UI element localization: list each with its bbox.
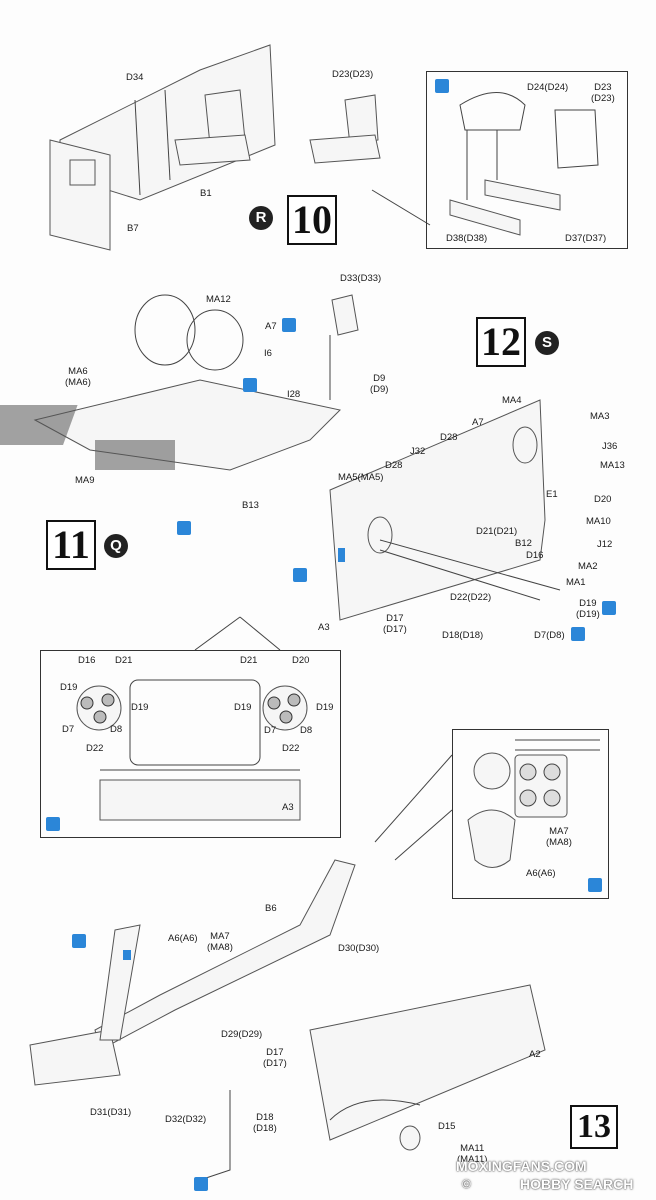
label-detail-a3: A3	[282, 802, 294, 813]
label-d22: D22(D22)	[450, 592, 492, 603]
label-j36: J36	[602, 441, 618, 452]
label-ma7-step13: MA7 (MA8)	[207, 931, 233, 953]
label-d15: D15	[438, 1121, 456, 1132]
label-detail-d19d: D19	[316, 702, 334, 713]
label-ma3: MA3	[590, 411, 610, 422]
label-b13: B13	[242, 500, 259, 511]
label-j12: J12	[597, 539, 613, 550]
label-detail-d19b: D19	[131, 702, 149, 713]
label-d32: D32(D32)	[165, 1114, 207, 1125]
label-a2: A2	[529, 1049, 541, 1060]
label-a7: A7	[265, 321, 277, 332]
label-detail-d8: D8	[110, 724, 123, 735]
label-d23: D23(D23)	[332, 69, 374, 80]
label-b12: B12	[515, 538, 532, 549]
step-13-number: 13	[570, 1105, 618, 1149]
step-10-letter: R	[249, 206, 273, 230]
label-d17-step13: D17 (D17)	[263, 1047, 287, 1069]
label-d24: D24(D24)	[527, 82, 569, 93]
step-11-number: 11	[46, 520, 96, 570]
label-detail-d20: D20	[292, 655, 310, 666]
label-i6: I6	[264, 348, 272, 359]
label-e1: E1	[546, 489, 558, 500]
label-a7-step12: A7	[472, 417, 484, 428]
label-d21: D21(D21)	[476, 526, 518, 537]
x2-icon	[602, 601, 616, 615]
watermark-brand: HOBBY SEARCH	[520, 1176, 634, 1192]
drill-icon	[177, 521, 191, 535]
step-12-letter: S	[535, 331, 559, 355]
label-ma7: MA7 (MA8)	[546, 826, 572, 848]
x3-icon	[282, 318, 296, 332]
label-d18-step13: D18 (D18)	[253, 1112, 277, 1134]
label-detail-d19c: D19	[234, 702, 252, 713]
watermark-copyright: ©	[462, 1177, 471, 1191]
label-d38: D38(D38)	[446, 233, 488, 244]
label-ma4: MA4	[502, 395, 522, 406]
label-ma10: MA10	[586, 516, 611, 527]
label-d7: D7(D8)	[534, 630, 565, 641]
watermark-site: MOXINGFANS.COM	[456, 1158, 587, 1174]
label-d17: D17 (D17)	[383, 613, 407, 635]
step-10-number: 10	[287, 195, 337, 245]
label-d37: D37(D37)	[565, 233, 607, 244]
label-ma5: MA5(MA5)	[338, 472, 384, 483]
label-d28: D28	[440, 432, 458, 443]
label-b1: B1	[200, 188, 212, 199]
label-d34: D34	[126, 72, 144, 83]
label-ma6: MA6 (MA6)	[65, 366, 91, 388]
paint-stripe-icon	[72, 934, 86, 948]
label-detail-d21: D21	[115, 655, 133, 666]
label-d18: D18(D18)	[442, 630, 484, 641]
label-ma2: MA2	[578, 561, 598, 572]
label-detail-d22b: D22	[282, 743, 300, 754]
label-detail-d7b: D7	[264, 725, 277, 736]
label-d19: D19 (D19)	[576, 598, 600, 620]
label-ma11: MA11 (MA11)	[457, 1143, 488, 1165]
label-ma12: MA12	[206, 294, 231, 305]
label-j32: J32	[410, 446, 426, 457]
label-a6: A6(A6)	[526, 868, 556, 879]
label-i28: I28	[287, 389, 301, 400]
label-detail-d7: D7	[62, 724, 75, 735]
paint-icon	[243, 378, 257, 392]
step-11-letter: Q	[104, 534, 128, 558]
label-detail-d21b: D21	[240, 655, 258, 666]
glue-icon	[588, 878, 602, 892]
label-a6-step13: A6(A6)	[168, 933, 198, 944]
x2-icon	[571, 627, 585, 641]
label-detail-d8b: D8	[300, 725, 313, 736]
step-12-number: 12	[476, 317, 526, 367]
label-ma9: MA9	[75, 475, 95, 486]
label-ma13: MA13	[600, 460, 625, 471]
label-a3: A3	[318, 622, 330, 633]
drill-icon	[194, 1177, 208, 1191]
glue-icon	[435, 79, 449, 93]
label-detail-d19a: D19	[60, 682, 78, 693]
label-d9: D9 (D9)	[370, 373, 389, 395]
label-d16: D16	[526, 550, 544, 561]
label-d23-inset: D23 (D23)	[591, 82, 615, 104]
detail-panel-a3	[40, 650, 341, 838]
label-d31: D31(D31)	[90, 1107, 132, 1118]
label-d33: D33(D33)	[340, 273, 382, 284]
label-detail-d22: D22	[86, 743, 104, 754]
drill-icon	[293, 568, 307, 582]
label-b7: B7	[127, 223, 139, 234]
label-d30: D30(D30)	[338, 943, 380, 954]
label-ma1: MA1	[566, 577, 586, 588]
label-d29: D29(D29)	[221, 1029, 263, 1040]
label-detail-d16: D16	[78, 655, 96, 666]
label-d20: D20	[594, 494, 612, 505]
detail-panel-ma7	[452, 729, 609, 899]
glue-icon	[46, 817, 60, 831]
label-d28b: D28	[385, 460, 403, 471]
label-b6: B6	[265, 903, 277, 914]
detail-panel-seats	[426, 71, 628, 249]
